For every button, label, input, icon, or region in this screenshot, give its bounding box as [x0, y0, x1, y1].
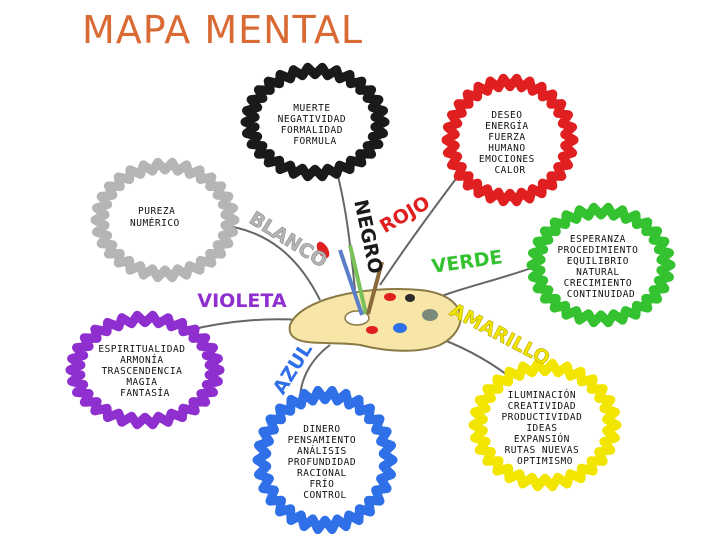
- cloud-blanco-shape: [90, 157, 240, 283]
- cloud-blanco-text: PUREZA NUMÉRICO: [130, 206, 182, 229]
- paint-blob-gray: [422, 309, 438, 321]
- cloud-violeta-shape: [65, 310, 225, 430]
- paint-blob-blue: [393, 323, 407, 333]
- cloud-azul-text: DINERO PENSAMIENTO ANÁLISIS PROFUNDIDAD …: [288, 424, 363, 501]
- branch-label-azul: AZUL: [269, 339, 317, 398]
- branch-label-blanco: BLANCO: [245, 207, 331, 272]
- palette-icon: [288, 241, 462, 352]
- cloud-negro: MUERTE NEGATIVIDAD FORMALIDAD FORMULA: [240, 62, 390, 182]
- branch-label-verde: VERDE: [430, 246, 503, 278]
- palette-board: [288, 288, 462, 352]
- brush-3: [366, 261, 384, 315]
- cloud-rojo: DESEO ENERGÍA FUERZA HUMANO EMOCIONES CA…: [441, 73, 579, 207]
- branch-label-rojo: ROJO: [376, 192, 434, 238]
- cloud-verde: ESPERANZA PROCEDIMIENTO EQUILIBRIO NATUR…: [526, 202, 676, 328]
- cloud-negro-shape: [240, 62, 390, 182]
- cloud-azul-shape: [252, 385, 398, 535]
- brush-1: [338, 249, 364, 316]
- cloud-blanco: PUREZA NUMÉRICO: [90, 157, 240, 283]
- cloud-azul: DINERO PENSAMIENTO ANÁLISIS PROFUNDIDAD …: [252, 385, 398, 535]
- cloud-verde-shape: [526, 202, 676, 328]
- branch-label-amarillo: AMARILLO: [446, 299, 553, 370]
- connector-violeta: [189, 318, 301, 331]
- cloud-rojo-text: DESEO ENERGÍA FUERZA HUMANO EMOCIONES CA…: [479, 110, 541, 176]
- connector-negro: [334, 164, 356, 291]
- cloud-rojo-shape: [441, 73, 579, 207]
- page-title: MAPA MENTAL: [82, 8, 363, 52]
- cloud-verde-text: ESPERANZA PROCEDIMIENTO EQUILIBRIO NATUR…: [557, 234, 644, 300]
- branch-label-violeta: VIOLETA: [197, 290, 286, 312]
- cloud-amarillo-text: ILUMINACIÓN CREATIVIDAD PRODUCTIVIDAD ID…: [501, 389, 588, 467]
- connector-blanco: [219, 224, 321, 301]
- paint-blob-red: [384, 293, 396, 301]
- paint-blob-dark: [405, 294, 415, 302]
- paint-blob-red-2: [366, 326, 378, 334]
- cloud-negro-text: MUERTE NEGATIVIDAD FORMALIDAD FORMULA: [278, 103, 353, 147]
- cloud-violeta-text: ESPIRITUALIDAD ARMONÍA TRASCENDENCIA MAG…: [98, 344, 191, 399]
- cloud-amarillo: ILUMINACIÓN CREATIVIDAD PRODUCTIVIDAD ID…: [468, 358, 622, 492]
- cloud-violeta: ESPIRITUALIDAD ARMONÍA TRASCENDENCIA MAG…: [65, 310, 225, 430]
- brush-2: [348, 244, 368, 315]
- brush-tip-red: [316, 241, 330, 259]
- cloud-amarillo-shape: [468, 358, 622, 492]
